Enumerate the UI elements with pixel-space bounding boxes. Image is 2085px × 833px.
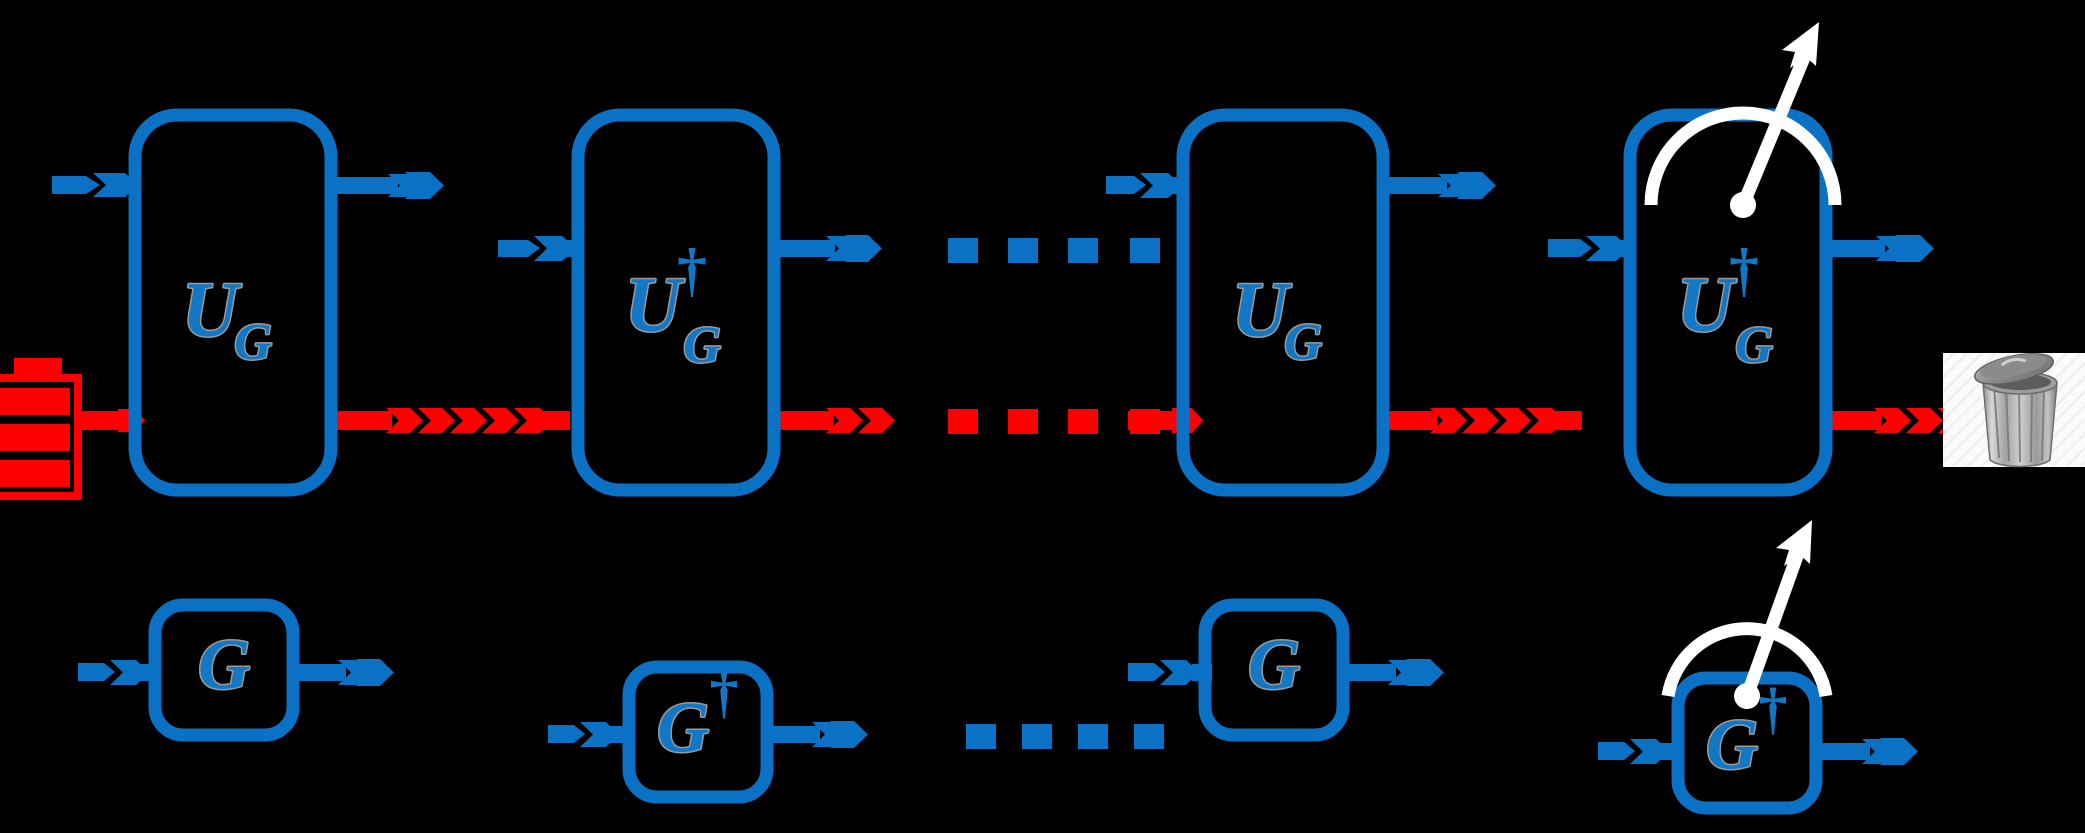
gate-subscript: G [1284,314,1322,371]
wire-segment-battery-2-dots [775,408,895,433]
gate-ug-2[interactable]: U G [1176,108,1390,497]
wire-segment-top-in-2 [498,236,576,261]
gate-ugdag-2-label: U † G [1675,237,1774,375]
wire-segment-top-out-3 [1385,172,1496,199]
gate-box[interactable] [128,108,338,497]
ellipsis-dot [948,238,978,263]
ellipsis-dot [1008,238,1038,263]
wire-segment-top-out-1 [328,172,444,199]
battery-cell [0,460,70,487]
ellipsis-dot [966,724,996,749]
wire-segment-bottom-in-4 [1598,739,1682,764]
gate-ugdag-1-label: U † G [623,237,722,375]
gate-base-letter: G [198,625,250,705]
gate-base-letter: U [182,266,242,353]
battery-cell [0,388,70,415]
bottom-ellipsis-dots [966,724,1164,749]
measurement-gauge-icon-bottom [1661,520,1833,709]
measurement-gauge-icon-top [1644,22,1842,218]
dagger-icon: † [710,660,739,725]
gate-subscript: G [234,314,272,371]
wire-segment-top-in-1 [52,173,140,197]
gate-base-letter: U [1232,266,1292,353]
ellipsis-dot [948,409,978,434]
gate-ugdag-1[interactable]: U † G [571,108,781,497]
gate-box[interactable] [1176,108,1390,497]
gate-ug-2-label: U G [1230,264,1323,372]
ellipsis-dot [1022,724,1052,749]
gate-g-2[interactable]: G [1198,598,1350,742]
gauge-pivot [1730,192,1756,218]
wire-segment-bottom-out-2 [762,721,868,748]
trash-can-icon [1943,353,2085,468]
ellipsis-dot [1068,238,1098,263]
wire-segment-battery-3-4 [1385,408,1582,433]
wire-segment-battery-dots-3 [1128,408,1203,433]
gate-base-letter: G [1706,705,1758,785]
ellipsis-dot [1068,409,1098,434]
wire-segment-bottom-in-3 [1128,660,1212,685]
ellipsis-dot [1078,724,1108,749]
gate-base-letter: G [657,688,709,768]
battery-cell [0,424,70,451]
battery-red-wire-group [62,408,1977,434]
battery-icon [0,358,82,500]
wire-segment-top-out-2 [775,235,882,262]
wire-segment-battery-1-2 [330,408,570,433]
dagger-icon: † [677,237,707,303]
gate-base-letter: G [1248,625,1300,705]
wire-segment-bottom-out-1 [288,659,394,686]
wire-segment-bottom-out-4 [1812,738,1918,765]
gate-base-letter: U [1677,261,1737,348]
gate-ug-1-label: U G [180,264,273,372]
wire-segment-bottom-in-2 [548,722,632,747]
top-ellipsis-dots [948,238,1160,263]
gate-ugdag-2[interactable]: U † G [1623,108,1833,497]
ellipsis-dot [1134,724,1164,749]
dagger-icon: † [1759,676,1788,741]
gate-subscript: G [683,317,721,374]
dagger-icon: † [1729,237,1759,303]
wire-segment-top-in-4 [1548,236,1632,261]
wire-segment-top-out-4 [1823,235,1934,262]
gate-base-letter: U [625,261,685,348]
gate-box[interactable] [571,108,781,497]
ellipsis-dot [1130,238,1160,263]
wire-segment-bottom-out-3 [1338,659,1444,686]
ellipsis-dot [1008,409,1038,434]
gate-subscript: G [1735,317,1773,374]
gate-gdag-1[interactable]: G † [622,660,774,804]
top-blue-wire-group [52,172,1934,263]
gate-ug-1[interactable]: U G [128,108,338,497]
gauge-pivot [1734,683,1760,709]
